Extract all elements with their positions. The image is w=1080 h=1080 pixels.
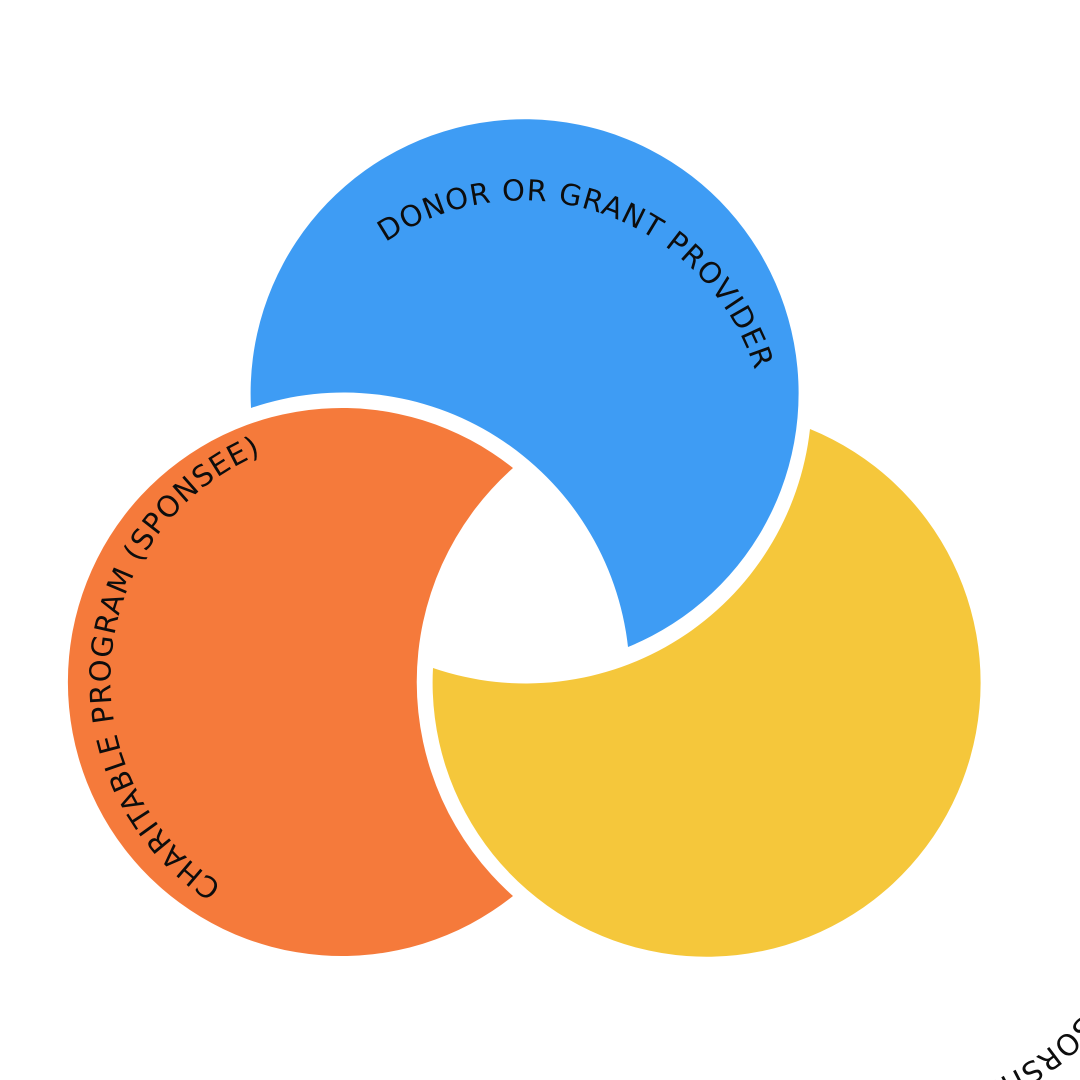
donor-segment: DONOR OR GRANT PROVIDER — [250, 119, 799, 648]
sponsee-shape — [67, 408, 514, 956]
donor-shape — [250, 119, 799, 648]
ally-shape — [432, 429, 981, 957]
ally-label: FISCAL SPONSORSHIP ALLY — [893, 826, 1080, 1080]
